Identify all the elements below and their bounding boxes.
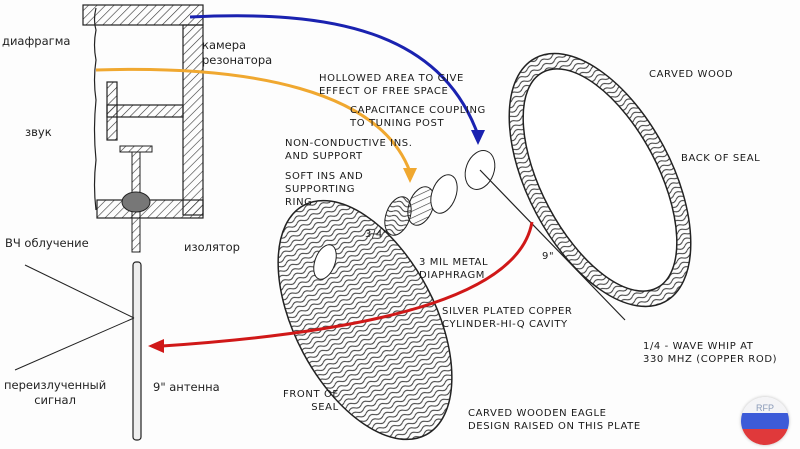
label-quarter-wave-whip: 1/4 - WAVE WHIP AT 330 MHz (COPPER ROD) bbox=[643, 341, 778, 365]
label-non-conductive: NON-CONDUCTIVE INS. AND SUPPORT bbox=[285, 138, 413, 162]
label-carved-eagle: CARVED WOODEN EAGLE DESIGN RAISED ON THI… bbox=[468, 408, 641, 432]
label-capacitance-coupling: CAPACITANCE COUPLING TO TUNING POST bbox=[350, 105, 486, 129]
label-diaphragm-ru: диафрагма bbox=[2, 34, 71, 48]
label-rf-irradiation-ru: ВЧ облучение bbox=[5, 236, 89, 250]
blue-arrowhead bbox=[471, 130, 485, 145]
label-reradiated-signal-ru: переизлученный сигнал bbox=[4, 378, 107, 407]
label-back-of-seal: BACK OF SEAL bbox=[681, 153, 761, 164]
label-sound-ru: звук bbox=[25, 125, 52, 139]
label-antenna-ru: 9" антенна bbox=[153, 380, 220, 394]
label-metal-diaphragm: 3 MIL METAL DIAPHRAGM bbox=[419, 257, 489, 281]
antenna-rod bbox=[14, 261, 142, 441]
orange-arrow bbox=[95, 67, 412, 173]
rfp-logo: RFP bbox=[741, 397, 789, 445]
orange-arrowhead bbox=[403, 168, 417, 183]
label-silver-plated: SILVER PLATED COPPER CYLINDER-HI-Q CAVIT… bbox=[442, 306, 573, 330]
back-of-seal-ring bbox=[508, 52, 692, 308]
component-discs bbox=[384, 150, 626, 321]
label-hollowed-area: HOLLOWED AREA TO GIVE EFFECT OF FREE SPA… bbox=[319, 73, 464, 97]
blue-arrow bbox=[189, 14, 480, 136]
label-soft-ins: SOFT INS AND SUPPORTING RING bbox=[285, 171, 364, 208]
label-carved-wood: CARVED WOOD bbox=[649, 69, 734, 80]
label-three-quarter-inch: 3/4" bbox=[365, 229, 389, 240]
label-resonator-chamber-ru: камера резонатора bbox=[202, 38, 273, 67]
red-arrow bbox=[161, 221, 534, 348]
label-insulator-ru: изолятор bbox=[184, 240, 240, 254]
resonator-cross-section bbox=[82, 4, 204, 253]
logo-text: RFP bbox=[756, 403, 774, 413]
red-arrowhead bbox=[148, 339, 164, 353]
label-nine-inch: 9" bbox=[542, 251, 555, 262]
label-front-of-seal: FRONT OF SEAL bbox=[283, 389, 339, 413]
